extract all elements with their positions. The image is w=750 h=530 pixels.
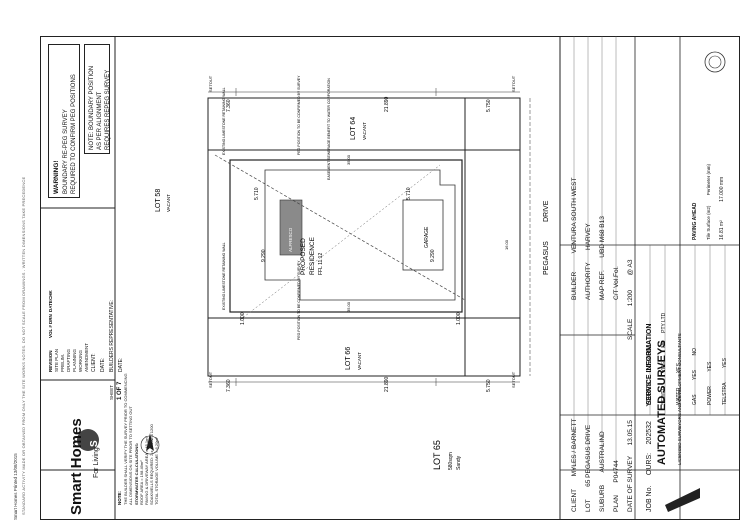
lot65-sub: Sandy: [456, 455, 462, 470]
setout-4: SETOUT: [511, 371, 516, 388]
garage-label: GARAGE: [424, 226, 430, 248]
seal-icon: [704, 51, 726, 73]
paving-values: 16.81 m² 17.000 mm: [719, 176, 725, 240]
setout-3: SETOUT: [208, 371, 213, 388]
brand-block: Smart Homes: [68, 418, 86, 515]
peg-note-1: PEG POSITION TO BE CONFIRMED BY SURVEY: [297, 75, 301, 155]
dim-bot-left: 7.360: [226, 379, 232, 392]
warning-text: WARNING! BOUNDARY RE-PEG SURVEY REQUIRED…: [53, 74, 77, 194]
alfresco-label: ALFRESCO: [288, 227, 293, 252]
lot64-sub: VACANT: [362, 122, 367, 140]
north-arrow-icon: [140, 433, 160, 455]
sheet-number: 1 OF 7: [117, 381, 123, 400]
street-name: PEGASUS: [543, 241, 550, 275]
brand-logo-letter: S: [89, 440, 100, 447]
dim-top-left: 7.360: [226, 99, 232, 112]
service-row-telstra: TELSTRA YES: [722, 358, 728, 405]
brand-name: Smart Homes: [68, 418, 85, 515]
peg-note-2: PEG POSITION TO BE CONFIRMED BY SURVEY: [297, 260, 301, 340]
dim-bot-mid: 21.890: [384, 376, 390, 392]
dim-top-right: 5.750: [486, 99, 492, 112]
client-block: CLIENT: DATE: BUILDERS REPRESENTATIVE: D…: [91, 299, 124, 372]
lot58-label: LOT 58: [155, 189, 162, 212]
dim-rear: 9.290: [261, 249, 267, 262]
ffl-label: FFL 11.12: [318, 253, 324, 275]
dim-front: 9.290: [430, 249, 436, 262]
dim-setback-right: 1.000: [456, 312, 462, 325]
warning-box: [48, 44, 80, 198]
dim-len2: 35.00: [346, 301, 351, 312]
lot58-sub: VACANT: [166, 194, 171, 212]
residence-label: RESIDENCE: [309, 236, 316, 275]
note-text: NOTE: BOUNDARY POSITION AS PER ALIGNMENT…: [89, 65, 111, 150]
lot66-label: LOT 66: [345, 347, 352, 370]
retaining-note-2: EXISTING LIMESTONE RETAINING WALL: [222, 87, 226, 155]
dim-setback-left: 1.000: [240, 312, 246, 325]
proposed-label: PROPOSED: [300, 238, 307, 275]
brand-tagline: For Living: [93, 447, 100, 478]
dim-side2: 5.710: [406, 187, 412, 200]
lot66-sub: VACANT: [357, 352, 362, 370]
lot64-label: LOT 64: [350, 117, 357, 140]
dim-drive: 16.00: [504, 239, 509, 250]
drawing-frame: [40, 36, 740, 520]
alfresco-fill: [279, 199, 303, 256]
easement-note: EASEMENT SEWERAGE BENEFIT TO WATER CORPO…: [327, 78, 331, 180]
note-box: [84, 44, 110, 154]
dim-len1: 35.00: [346, 154, 351, 165]
dim-side1: 5.710: [254, 187, 260, 200]
revision-table: REVISION VOL # DRN DATE CHK SITE PLAN PR…: [48, 290, 89, 372]
street-name-2: DRIVE: [543, 200, 550, 222]
setout-2: SETOUT: [511, 75, 516, 92]
lot65-area: 580sqm: [448, 452, 454, 470]
retaining-note-1: EXISTING LIMESTONE RETAINING WALL: [222, 242, 226, 310]
lot65-label: LOT 65: [432, 440, 442, 470]
scale-row: SCALE 1:200 @ A3: [627, 259, 634, 340]
automated-surveys-logo-icon: [665, 488, 700, 512]
setout-1: SETOUT: [208, 75, 213, 92]
dim-bot-right: 5.750: [486, 379, 492, 392]
brand-logo-icon: [77, 429, 99, 451]
date-row: DATE OF SURVEY 13.05.15: [627, 420, 634, 512]
dim-top-mid: 21.890: [384, 96, 390, 112]
